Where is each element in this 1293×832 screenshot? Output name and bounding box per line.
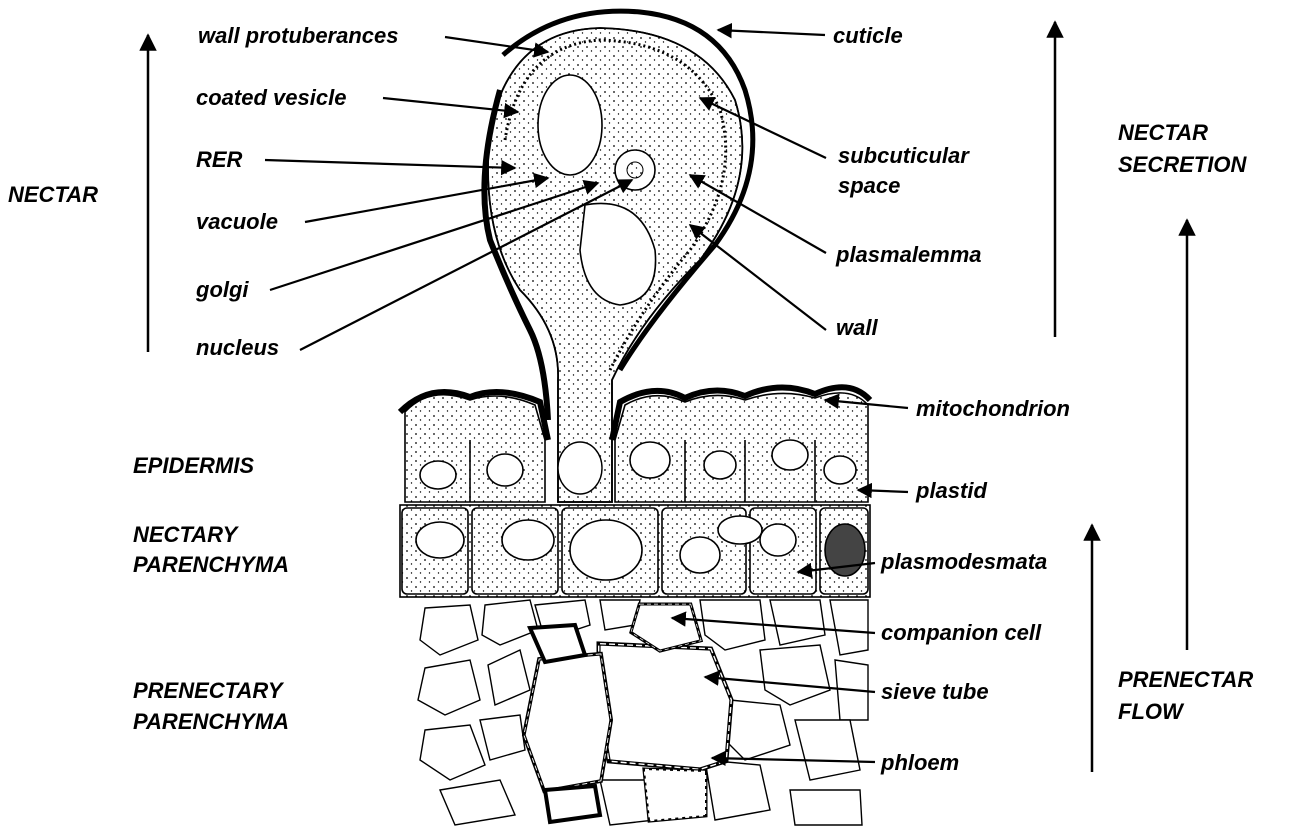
label-subcuticular-2: space [838,173,900,198]
label-companion-cell: companion cell [881,620,1042,645]
label-rer: RER [196,147,243,172]
label-coated-vesicle: coated vesicle [196,85,346,110]
label-nectary-2: PARENCHYMA [133,552,289,577]
label-plastid: plastid [915,478,987,503]
label-prenectar-flow-1: PRENECTAR [1118,667,1253,692]
label-sieve-tube: sieve tube [881,679,989,704]
label-nectary-1: NECTARY [133,522,240,547]
label-phloem: phloem [880,750,959,775]
label-mitochondrion: mitochondrion [916,396,1070,421]
label-prenectary-2: PARENCHYMA [133,709,289,734]
label-wall: wall [836,315,878,340]
label-prenectary-1: PRENECTARY [133,678,285,703]
label-plasmodesmata: plasmodesmata [880,549,1047,574]
label-nectar-secretion-1: NECTAR [1118,120,1208,145]
label-plasmalemma: plasmalemma [835,242,982,267]
label-wall-protuberances: wall protuberances [198,23,399,48]
label-prenectar-flow-2: FLOW [1118,699,1185,724]
label-nucleus: nucleus [196,335,279,360]
label-cuticle: cuticle [833,23,903,48]
label-subcuticular-1: subcuticular [838,143,970,168]
arrow-cuticle [718,30,825,35]
label-epidermis: EPIDERMIS [133,453,254,478]
epidermis-tissue [400,387,870,502]
label-golgi: golgi [195,277,249,302]
arrow-wall-protuberances [445,37,548,52]
arrow-rer [265,160,515,168]
label-vacuole: vacuole [196,209,278,234]
nectary-parenchyma-tissue [400,505,870,597]
label-nectar: NECTAR [8,182,98,207]
label-nectar-secretion-2: SECRETION [1118,152,1247,177]
